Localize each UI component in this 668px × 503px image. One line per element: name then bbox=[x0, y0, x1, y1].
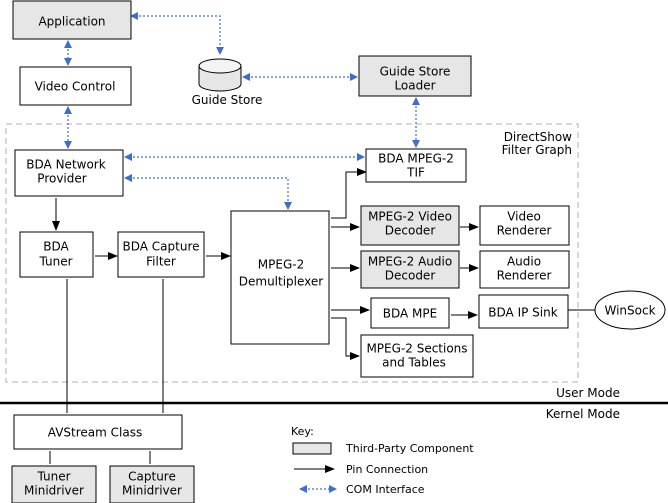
mpeg2-sections-label-2: and Tables bbox=[382, 356, 446, 370]
bda-ip-sink-box: BDA IP Sink bbox=[478, 294, 569, 329]
bda-mpeg2-tif-label-1: BDA MPEG-2 bbox=[378, 152, 454, 166]
bda-mpeg2-tif-label-2: TIF bbox=[406, 166, 425, 180]
com-application-guide-store bbox=[130, 12, 224, 55]
com-interfaces bbox=[64, 12, 420, 493]
tuner-minidriver-box: Tuner Minidriver bbox=[11, 465, 97, 503]
bda-tuner-box: BDA Tuner bbox=[19, 231, 94, 278]
capture-minidriver-label-1: Capture bbox=[128, 470, 176, 484]
capture-minidriver-label-2: Minidriver bbox=[122, 484, 182, 498]
pin-demux-to-tif bbox=[331, 168, 367, 219]
avstream-class-label: AVStream Class bbox=[48, 426, 142, 440]
video-control-box: Video Control bbox=[19, 66, 132, 106]
audio-renderer-box: Audio Renderer bbox=[479, 250, 570, 289]
bda-capture-filter-label-1: BDA Capture bbox=[123, 240, 200, 254]
mpeg2-audio-decoder-label-1: MPEG-2 Audio bbox=[368, 255, 452, 269]
guide-store-loader-label-2: Loader bbox=[394, 79, 435, 93]
legend-pin-label: Pin Connection bbox=[346, 463, 428, 476]
region-label-line1: DirectShow bbox=[504, 130, 572, 144]
com-provider-demux bbox=[124, 174, 292, 210]
capture-minidriver-box: Capture Minidriver bbox=[109, 465, 195, 503]
mpeg2-video-decoder-box: MPEG-2 Video Decoder bbox=[360, 205, 460, 246]
bda-mpe-label: BDA MPE bbox=[383, 307, 437, 321]
bda-tuner-label-2: Tuner bbox=[38, 255, 72, 269]
guide-store-loader-box: Guide Store Loader bbox=[358, 55, 472, 97]
bda-mpe-box: BDA MPE bbox=[370, 297, 450, 329]
video-renderer-label-2: Renderer bbox=[497, 224, 552, 238]
mpeg2-sections-box: MPEG-2 Sections and Tables bbox=[360, 334, 474, 378]
application-box: Application bbox=[12, 0, 132, 40]
application-label: Application bbox=[38, 15, 105, 29]
mpeg2-demultiplexer-box: MPEG-2 Demultiplexer bbox=[230, 210, 330, 345]
winsock-ellipse: WinSock bbox=[594, 290, 666, 330]
mpeg2-sections-label-1: MPEG-2 Sections bbox=[366, 342, 467, 356]
bda-network-provider-label-1: BDA Network bbox=[26, 158, 105, 172]
guide-store-label: Guide Store bbox=[192, 93, 263, 107]
legend-third-party-swatch bbox=[292, 442, 332, 455]
guide-store-cylinder: Guide Store bbox=[192, 58, 263, 107]
legend-third-party-label: Third-Party Component bbox=[345, 442, 474, 455]
mpeg2-audio-decoder-box: MPEG-2 Audio Decoder bbox=[360, 250, 460, 289]
mpeg2-demultiplexer-label-1: MPEG-2 bbox=[258, 258, 304, 272]
bda-network-provider-box: BDA Network Provider bbox=[14, 149, 124, 197]
tuner-minidriver-label-1: Tuner bbox=[36, 470, 70, 484]
mpeg2-video-decoder-label-1: MPEG-2 Video bbox=[368, 210, 452, 224]
legend-com-label: COM Interface bbox=[346, 483, 425, 496]
kernel-mode-label: Kernel Mode bbox=[546, 407, 620, 421]
legend-title: Key: bbox=[291, 425, 314, 438]
guide-store-loader-label-1: Guide Store bbox=[380, 65, 451, 79]
audio-renderer-label-1: Audio bbox=[507, 255, 541, 269]
bda-capture-filter-box: BDA Capture Filter bbox=[117, 231, 205, 278]
bda-mpeg2-tif-box: BDA MPEG-2 TIF bbox=[365, 148, 467, 183]
legend: Key: Third-Party Component Pin Connectio… bbox=[291, 425, 474, 496]
user-mode-label: User Mode bbox=[556, 386, 620, 400]
mpeg2-demultiplexer-label-2: Demultiplexer bbox=[239, 275, 324, 289]
audio-renderer-label-2: Renderer bbox=[497, 269, 552, 283]
directshow-filter-graph-region bbox=[5, 123, 579, 383]
winsock-label: WinSock bbox=[604, 304, 655, 318]
mpeg2-video-decoder-label-2: Decoder bbox=[385, 224, 436, 238]
mpeg2-audio-decoder-label-2: Decoder bbox=[385, 269, 436, 283]
region-label-line2: Filter Graph bbox=[502, 143, 572, 157]
video-renderer-box: Video Renderer bbox=[479, 205, 570, 246]
tuner-minidriver-label-2: Minidriver bbox=[24, 484, 84, 498]
avstream-class-box: AVStream Class bbox=[13, 414, 183, 450]
video-control-label: Video Control bbox=[35, 80, 116, 94]
bda-network-provider-label-2: Provider bbox=[37, 172, 86, 186]
bda-ip-sink-label: BDA IP Sink bbox=[488, 306, 557, 320]
bda-capture-filter-label-2: Filter bbox=[146, 255, 176, 269]
pin-demux-to-sections bbox=[331, 317, 360, 360]
bda-tuner-label-1: BDA bbox=[43, 240, 69, 254]
video-renderer-label-1: Video bbox=[507, 210, 541, 224]
pin-connections bbox=[49, 168, 595, 464]
